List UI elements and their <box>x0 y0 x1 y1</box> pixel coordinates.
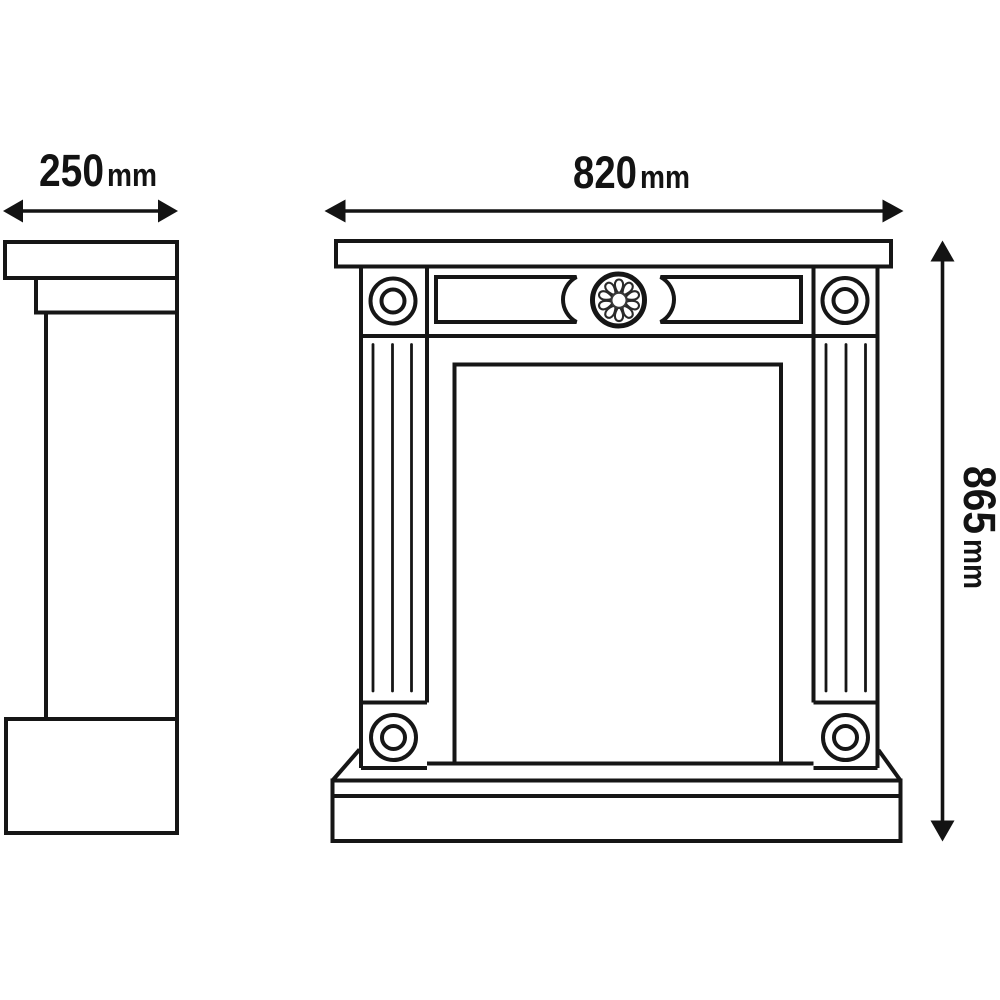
svg-text:mm: mm <box>107 157 157 193</box>
svg-text:mm: mm <box>957 539 993 589</box>
svg-text:250: 250 <box>39 145 104 196</box>
svg-text:865: 865 <box>954 466 1000 534</box>
svg-text:820: 820 <box>573 147 637 198</box>
svg-text:mm: mm <box>640 159 690 195</box>
